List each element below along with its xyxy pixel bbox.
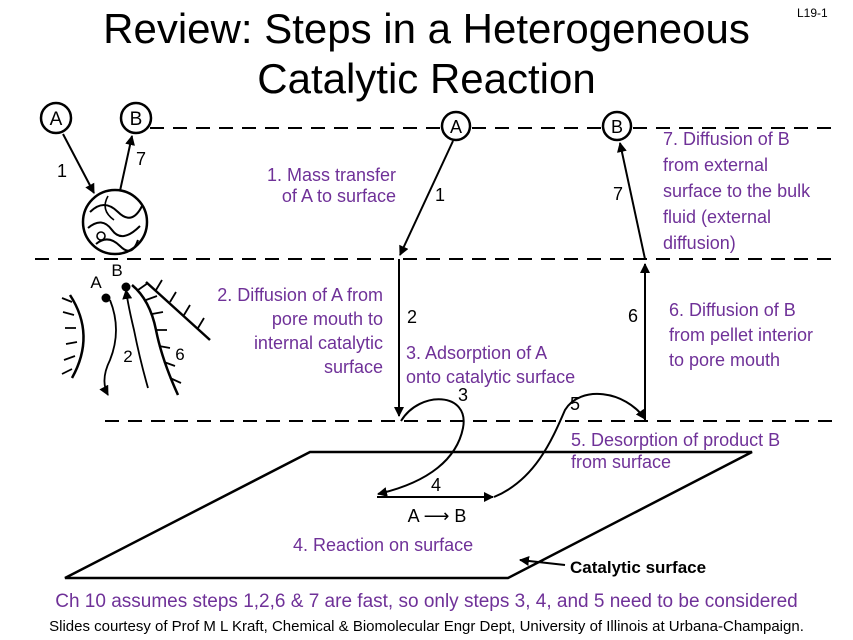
slide-title-line1: Review: Steps in a Heterogeneous [103,5,750,52]
step7-line5: diffusion) [663,233,736,253]
pore-closeup [61,279,211,396]
step7-line4: fluid (external [663,207,772,227]
species-a-circle-small [39,101,73,135]
species-b-small-label: B [130,109,143,130]
pellet-num-1: 1 [57,161,67,181]
step2-line1: 2. Diffusion of A from [217,285,383,305]
step1-line1: 1. Mass transfer [266,165,396,185]
pore-dot-a [101,293,111,303]
pore-num-6: 6 [175,345,184,364]
catalytic-surface-pointer [519,556,566,566]
step4-line1: 4. Reaction on surface [293,535,474,555]
step1-line2: of A to surface [281,186,396,206]
species-b-main-label: B [611,117,623,137]
pore-num-2: 2 [123,347,132,366]
catalyst-pellet [81,188,149,256]
pore-species-b-label: B [111,261,122,280]
reaction-label: A ⟶ B [408,506,467,526]
step3-text: 3. Adsorption of A onto catalytic surfac… [406,341,575,389]
catalytic-surface-plane [64,450,753,580]
step7-arrow [617,142,646,260]
num-5: 5 [570,394,580,414]
step7-text: 7. Diffusion of B from external surface … [663,126,810,256]
num-2: 2 [407,307,417,327]
pore-dot-b [121,282,131,292]
step5-desorption-arrow [493,392,646,498]
step2-text: 2. Diffusion of A from pore mouth to int… [217,283,383,379]
step3-line1: 3. Adsorption of A [406,343,548,363]
species-b-circle-small [119,101,153,135]
step2-line3: internal catalytic [253,333,383,353]
num-6: 6 [628,306,638,326]
pellet-num-7: 7 [136,149,146,169]
slide-number: L19-1 [797,6,828,20]
step1-arrow [399,140,454,256]
step7-line1: 7. Diffusion of B [663,129,790,149]
step3-adsorption-arrow [377,398,465,497]
step7-line3: surface to the bulk [663,181,811,201]
num-4: 4 [431,475,441,495]
step5-line2: from surface [571,452,672,472]
species-a-circle-main [440,110,472,142]
pore-species-a-label: A [90,273,102,292]
step7-line2: from external [663,155,769,175]
footer-note: Ch 10 assumes steps 1,2,6 & 7 are fast, … [55,591,798,612]
step2-line2: pore mouth to [271,309,383,329]
step3-line2: onto catalytic surface [406,367,576,387]
species-a-main-label: A [450,117,462,137]
catalytic-surface-label: Catalytic surface [570,558,706,577]
footer-credit: Slides courtesy of Prof M L Kraft, Chemi… [49,618,804,635]
species-b-circle-main [601,110,633,142]
num-7: 7 [613,184,623,204]
num-1: 1 [435,185,445,205]
step5-text: 5. Desorption of product B from surface [571,429,780,473]
step1-text: 1. Mass transfer of A to surface [267,165,396,207]
step2-line4: surface [323,357,383,377]
num-3: 3 [458,385,468,405]
step6-line3: to pore mouth [669,350,781,370]
slide-title-line2: Catalytic Reaction [257,55,596,102]
step4-text: 4. Reaction on surface [293,535,473,556]
step6-text: 6. Diffusion of B from pellet interior t… [669,298,813,373]
step5-line1: 5. Desorption of product B [571,430,781,450]
species-a-small-label: A [50,109,63,130]
pellet-step1-arrow [62,133,95,194]
step6-line2: from pellet interior [669,325,814,345]
step6-line1: 6. Diffusion of B [669,300,796,320]
